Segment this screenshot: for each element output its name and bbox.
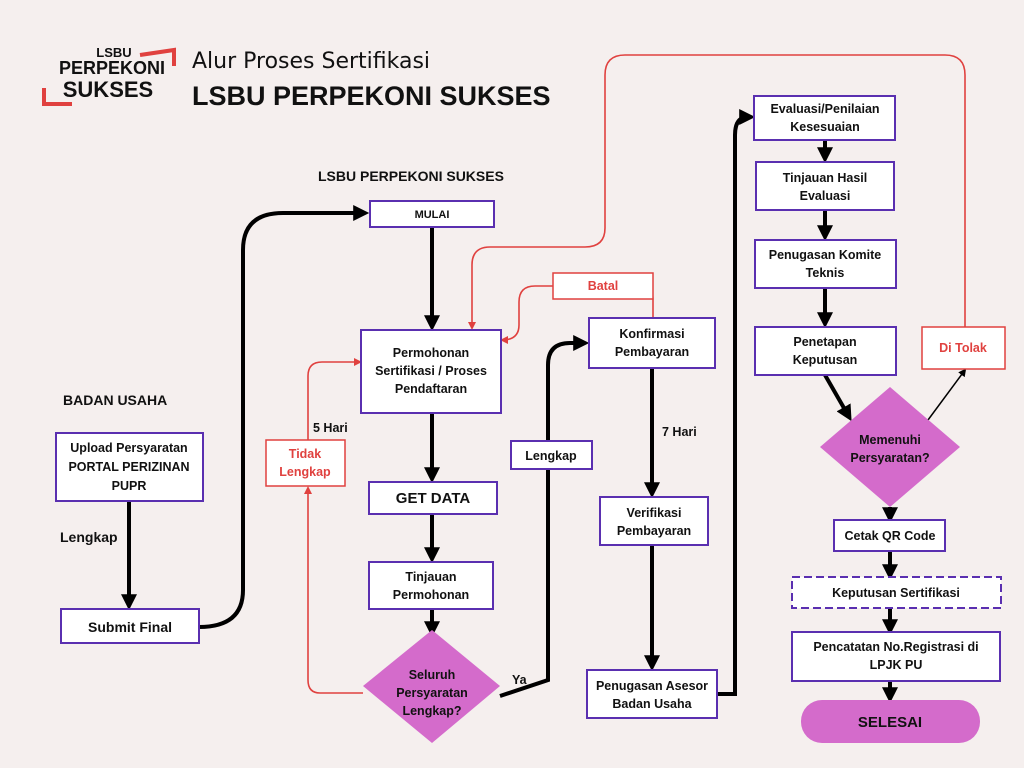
svg-text:Cetak QR Code: Cetak QR Code (845, 529, 936, 543)
svg-text:Submit Final: Submit Final (88, 619, 172, 635)
reject-connectors (304, 54, 966, 694)
logo-line2: PERPEKONI (59, 58, 165, 78)
label-5-hari: 5 Hari (313, 421, 348, 435)
svg-text:Di Tolak: Di Tolak (939, 341, 987, 355)
svg-text:SELESAI: SELESAI (858, 714, 922, 731)
node-get-data[interactable]: GET DATA (368, 481, 498, 515)
node-mulai[interactable]: MULAI (369, 200, 495, 228)
subtitle: Alur Proses Sertifikasi (192, 49, 430, 74)
svg-text:MULAI: MULAI (415, 209, 450, 221)
node-selesai[interactable]: SELESAI (801, 700, 980, 743)
svg-text:GET DATA: GET DATA (396, 490, 471, 507)
node-keputusan[interactable]: Keputusan Sertifikasi (791, 576, 1002, 609)
label-lengkap: Lengkap (60, 529, 118, 545)
node-cetak-qr[interactable]: Cetak QR Code (833, 519, 946, 552)
label-lengkap-box: Lengkap (510, 440, 593, 470)
node-submit-final[interactable]: Submit Final (60, 608, 200, 644)
label-di-tolak: Di Tolak (921, 326, 1006, 370)
logo-line1: LSBU (96, 45, 131, 60)
lane-lsbu: LSBU PERPEKONI SUKSES (318, 168, 504, 184)
logo: LSBU PERPEKONI SUKSES (42, 45, 176, 106)
lane-badan-usaha: BADAN USAHA (63, 392, 167, 408)
logo-line3: SUKSES (63, 77, 153, 102)
label-batal: Batal (552, 272, 654, 300)
connectors (121, 109, 967, 704)
page-title: LSBU PERPEKONI SUKSES (192, 81, 551, 111)
svg-text:Keputusan Sertifikasi: Keputusan Sertifikasi (832, 586, 960, 600)
svg-text:Lengkap: Lengkap (525, 449, 577, 463)
svg-text:Batal: Batal (588, 279, 619, 293)
label-ya: Ya (512, 673, 528, 687)
label-7-hari: 7 Hari (662, 425, 697, 439)
